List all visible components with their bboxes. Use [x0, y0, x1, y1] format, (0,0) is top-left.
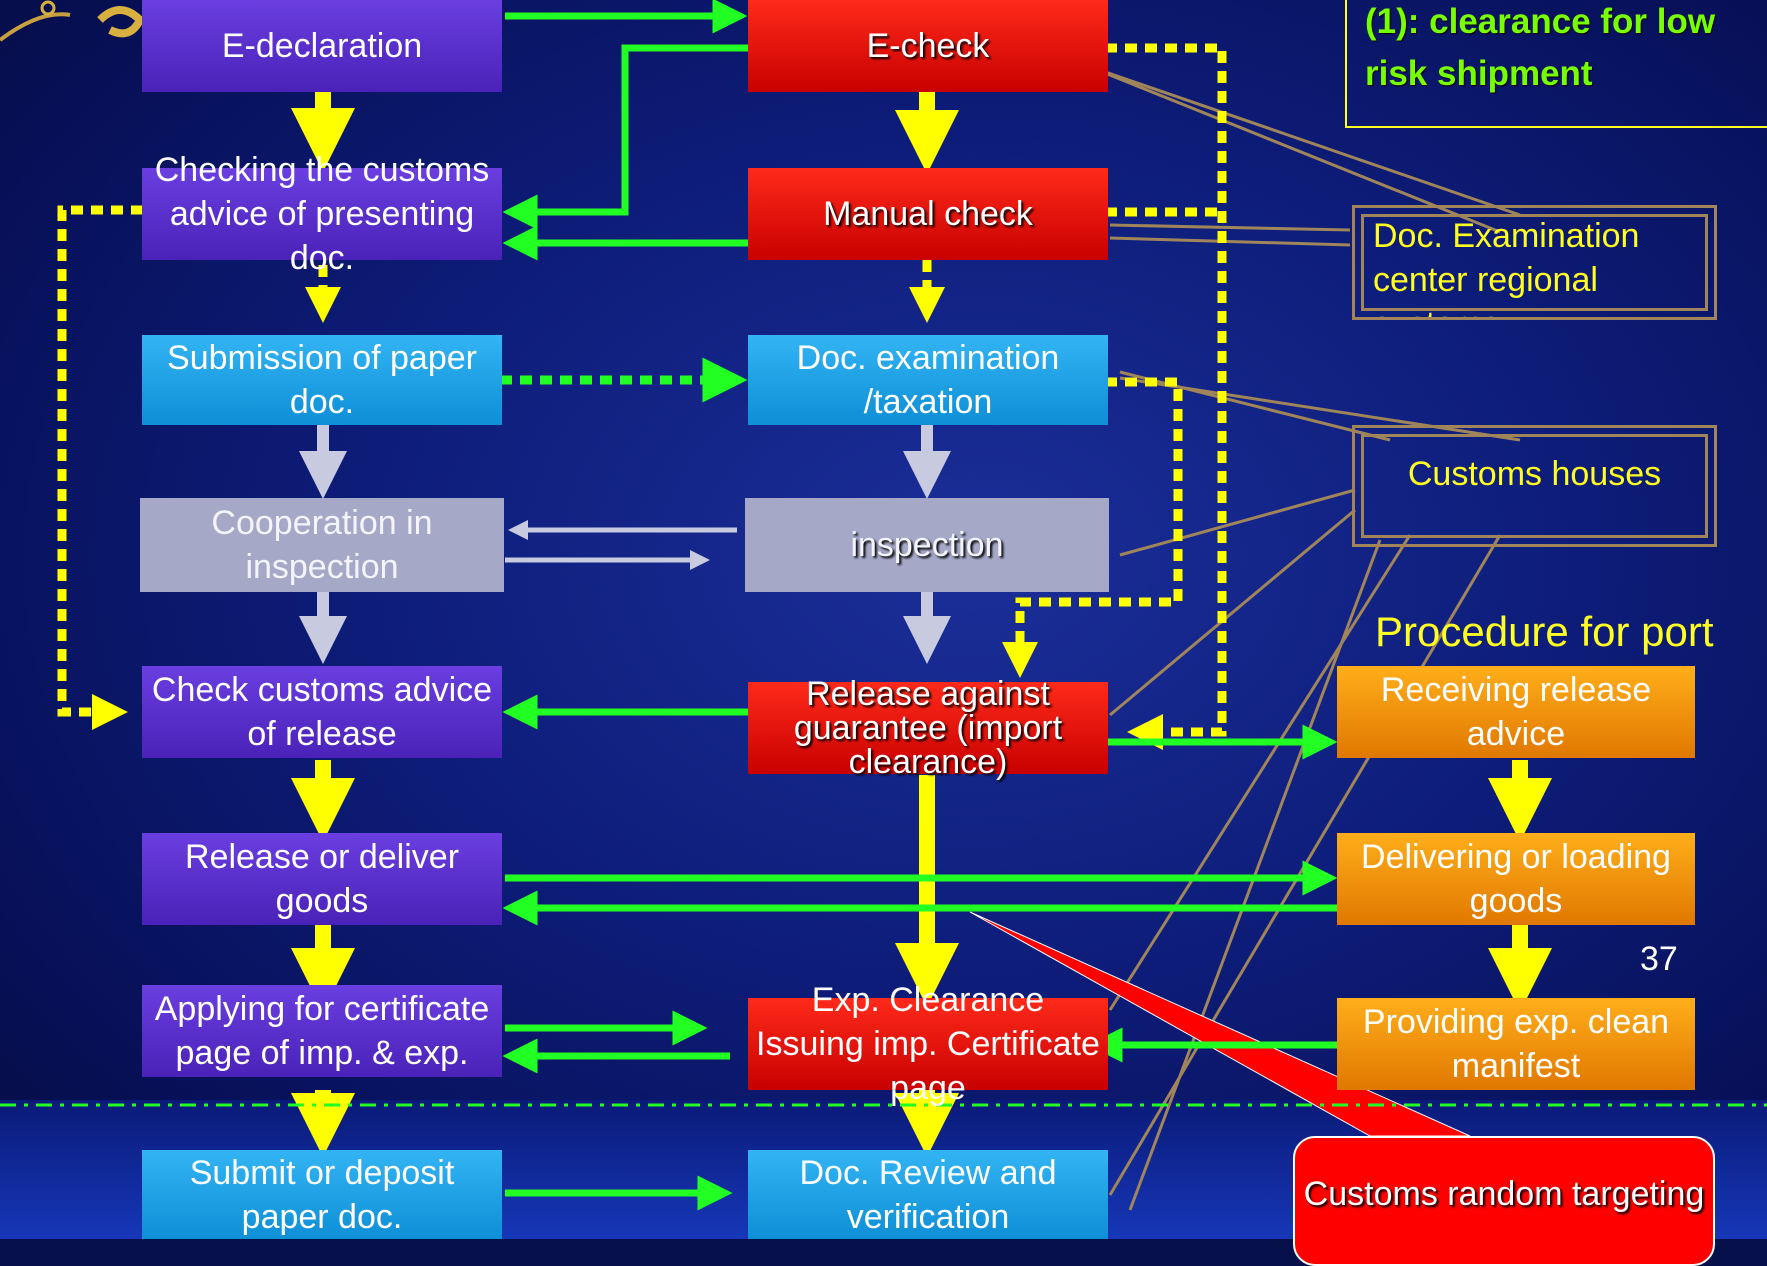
e-declaration-box: E-declaration — [142, 0, 502, 92]
submit-deposit-box: Submit or deposit paper doc. — [142, 1150, 502, 1239]
cooperation-inspection-label: Cooperation in inspection — [211, 504, 433, 586]
doc-review-box: Doc. Review and verification — [748, 1150, 1108, 1239]
check-release-advice-label: Check customs advice of release — [151, 671, 493, 753]
low-risk-note-line1: (1): clearance for low — [1365, 2, 1716, 41]
cooperation-inspection-box: Cooperation in inspection — [140, 498, 504, 592]
exp-clearance-label: Exp. Clearance Issuing imp. Certificate … — [756, 981, 1100, 1107]
providing-manifest-box: Providing exp. clean manifest — [1337, 998, 1695, 1090]
release-guarantee-label: Release against guarantee (import cleara… — [793, 675, 1063, 781]
providing-manifest-label: Providing exp. clean manifest — [1362, 1003, 1670, 1085]
e-check-label: E-check — [866, 27, 990, 65]
submission-paper-box: Submission of paper doc. — [142, 335, 502, 425]
checking-customs-advice-box: Checking the customs advice of presentin… — [142, 151, 502, 277]
logo-icon — [0, 0, 145, 42]
low-risk-note: (1): clearance for low risk shipment — [1345, 0, 1767, 128]
release-deliver-box: Release or deliver goods — [142, 833, 502, 925]
customs-random-callout: Customs random targeting — [1293, 1136, 1715, 1266]
manual-check-label: Manual check — [823, 195, 1033, 233]
applying-certificate-box: Applying for certificate page of imp. & … — [142, 985, 502, 1077]
e-check-box: E-check — [748, 0, 1108, 92]
low-risk-note-line2: risk shipment — [1365, 54, 1593, 93]
release-guarantee-box: Release against guarantee (import cleara… — [748, 677, 1108, 779]
procedure-port-heading: Procedure for port — [1375, 608, 1714, 655]
receiving-release-box: Receiving release advice — [1337, 666, 1695, 758]
inspection-box: inspection — [745, 498, 1109, 592]
delivering-loading-box: Delivering or loading goods — [1337, 833, 1695, 925]
exp-clearance-box: Exp. Clearance Issuing imp. Certificate … — [748, 981, 1108, 1107]
customs-houses-label: Customs houses — [1407, 455, 1662, 493]
submission-paper-label: Submission of paper doc. — [167, 339, 477, 421]
receiving-release-label: Receiving release advice — [1380, 671, 1652, 753]
doc-examination-label: Doc. examination /taxation — [796, 339, 1060, 421]
customs-random-label: Customs random targeting — [1303, 1175, 1705, 1213]
manual-check-box: Manual check — [748, 168, 1108, 260]
doc-exam-center-box: Doc. Examination center regional customs — [1352, 205, 1717, 320]
doc-examination-box: Doc. examination /taxation — [748, 335, 1108, 425]
submit-deposit-label: Submit or deposit paper doc. — [189, 1153, 455, 1236]
page-number: 37 — [1640, 940, 1678, 978]
doc-review-label: Doc. Review and verification — [799, 1153, 1057, 1236]
checking-customs-advice-label: Checking the customs advice of presentin… — [154, 151, 490, 277]
e-declaration-label: E-declaration — [221, 27, 423, 65]
release-deliver-label: Release or deliver goods — [184, 838, 460, 920]
doc-exam-center-label: Doc. Examination center regional customs — [1373, 217, 1640, 317]
delivering-loading-label: Delivering or loading goods — [1361, 838, 1671, 920]
applying-certificate-label: Applying for certificate page of imp. & … — [154, 990, 490, 1072]
customs-houses-box: Customs houses — [1352, 425, 1717, 547]
check-release-advice-box: Check customs advice of release — [142, 666, 502, 758]
inspection-label: inspection — [850, 526, 1004, 564]
